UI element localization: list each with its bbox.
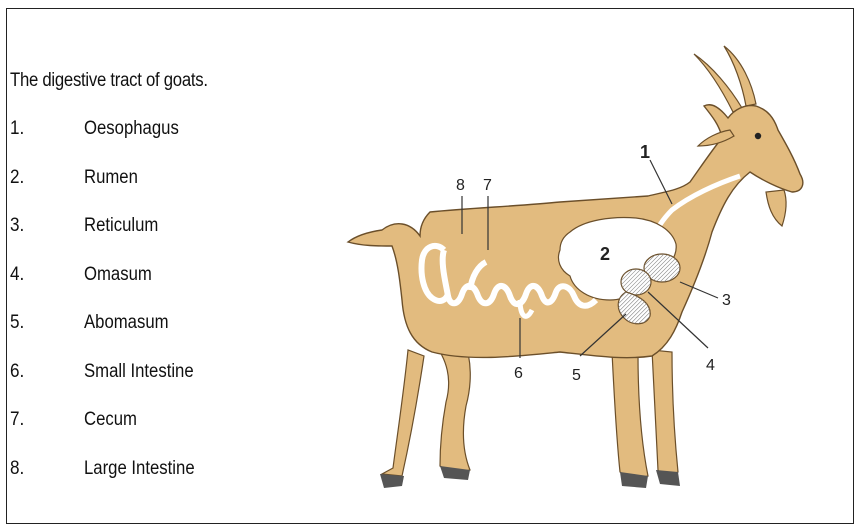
goat-eye xyxy=(755,133,761,139)
callout-1: 1 xyxy=(640,142,650,162)
callout-7: 7 xyxy=(483,177,492,194)
callout-8: 8 xyxy=(456,177,465,194)
callout-5: 5 xyxy=(572,367,581,384)
goat-leg-rear-far xyxy=(382,350,424,476)
callout-2: 2 xyxy=(600,244,610,264)
goat-beard xyxy=(766,190,786,226)
goat-leg-rear-near xyxy=(432,340,470,474)
callout-4: 4 xyxy=(706,357,715,374)
goat-leg-front-far xyxy=(652,350,678,478)
callout-6: 6 xyxy=(514,365,523,382)
goat-leg-front-near xyxy=(612,352,648,480)
callout-3: 3 xyxy=(722,292,731,309)
goat-hoof xyxy=(656,470,680,486)
goat-hoof xyxy=(380,474,404,488)
